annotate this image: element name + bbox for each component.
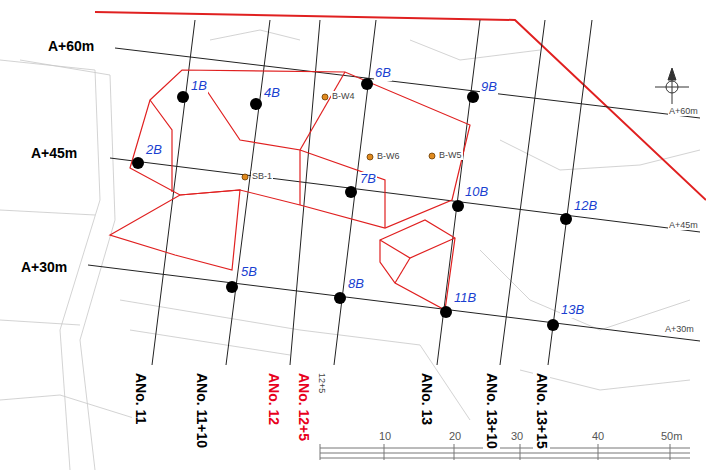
north-arrow bbox=[655, 68, 689, 104]
scale-tick bbox=[520, 444, 521, 460]
borehole-label: 8B bbox=[347, 277, 365, 292]
borehole-label: 11B bbox=[453, 291, 477, 306]
north-arrow-head bbox=[668, 68, 676, 80]
borehole-marker bbox=[361, 78, 373, 90]
borehole-label: 2B bbox=[145, 143, 163, 158]
scale-line bbox=[320, 453, 690, 454]
borehole-label: 7B bbox=[359, 172, 377, 187]
scale-number: 30 bbox=[510, 430, 524, 443]
borehole-label: 12B bbox=[573, 199, 598, 214]
borehole-label: 1B bbox=[190, 79, 208, 94]
station-label: ANo. 12 bbox=[265, 372, 282, 426]
borehole-dot bbox=[242, 174, 248, 180]
grid-line bbox=[500, 20, 545, 365]
building-edge bbox=[300, 150, 385, 228]
existing-boreholes bbox=[242, 94, 435, 180]
building-edge bbox=[300, 72, 345, 150]
grid-axis-label: A+30m bbox=[20, 259, 68, 275]
grid-axis-label: A+45m bbox=[668, 220, 699, 230]
borehole-marker bbox=[334, 292, 346, 304]
building-edge bbox=[395, 258, 410, 283]
grid-axis-label: A+30m bbox=[664, 324, 695, 334]
borehole-label: 4B bbox=[263, 86, 281, 101]
building-outline bbox=[110, 190, 240, 270]
site-boundary bbox=[95, 12, 706, 200]
building-outline bbox=[130, 70, 470, 228]
borehole-label: 9B bbox=[480, 80, 498, 95]
borehole-marker bbox=[345, 186, 357, 198]
borehole-label: 5B bbox=[240, 265, 258, 280]
grid-line bbox=[152, 20, 195, 365]
borehole-label: 6B bbox=[374, 66, 392, 81]
scale-number: 20 bbox=[448, 430, 462, 443]
station-label: ANo. 13+10 bbox=[483, 372, 500, 450]
road-line bbox=[0, 395, 140, 420]
borehole-marker bbox=[560, 213, 572, 225]
north-arrow-line bbox=[655, 87, 689, 88]
station-label: ANo. 13+15 bbox=[533, 372, 550, 450]
scale-tick bbox=[454, 444, 455, 460]
building-outlines bbox=[110, 70, 470, 310]
grid-line bbox=[548, 20, 592, 365]
scale-line bbox=[320, 458, 690, 459]
grid-axis-label: A+60m bbox=[668, 106, 699, 116]
building-edge bbox=[205, 88, 300, 205]
borehole-marker bbox=[440, 306, 452, 318]
borehole-marker bbox=[177, 91, 189, 103]
scale-number: 50m bbox=[660, 430, 683, 443]
scale-number: 40 bbox=[591, 430, 605, 443]
station-label: ANo. 11+10 bbox=[193, 372, 210, 449]
scale-number: 10 bbox=[378, 430, 392, 443]
road-line bbox=[0, 320, 80, 325]
station-label: ANo. 11 bbox=[132, 372, 149, 425]
borehole-label: 13B bbox=[560, 303, 585, 318]
borehole-marker bbox=[452, 200, 464, 212]
borehole-marker bbox=[250, 98, 262, 110]
scale-bar bbox=[320, 444, 690, 460]
scale-line bbox=[320, 448, 690, 449]
borehole-marker bbox=[132, 157, 144, 169]
scale-tick bbox=[320, 444, 321, 460]
borehole-marker bbox=[547, 319, 559, 331]
borehole-marker bbox=[226, 281, 238, 293]
grid-line bbox=[115, 48, 700, 118]
station-label: ANo. 12+5 bbox=[295, 372, 312, 442]
borehole-label: 10B bbox=[464, 185, 489, 200]
borehole-dot bbox=[322, 94, 328, 100]
road-line bbox=[20, 60, 115, 470]
grid-line bbox=[88, 265, 700, 341]
contour-line bbox=[210, 30, 300, 40]
borehole-marker bbox=[467, 91, 479, 103]
station-label: ANo. 13 bbox=[418, 372, 435, 426]
north-arrow-circle bbox=[666, 81, 678, 93]
scale-tick bbox=[384, 444, 385, 460]
borehole-dot bbox=[367, 154, 373, 160]
borehole-dot bbox=[429, 153, 435, 159]
grid-axis-label: A+45m bbox=[30, 145, 78, 161]
existing-borehole-label: B-W6 bbox=[376, 151, 401, 161]
existing-borehole-label: B-W5 bbox=[438, 150, 463, 160]
station-label: 12+5 bbox=[316, 372, 327, 394]
planned-boreholes bbox=[132, 78, 572, 331]
road-line bbox=[0, 210, 95, 215]
grid-line bbox=[110, 158, 700, 232]
grid-axis-label: A+60m bbox=[47, 38, 95, 54]
existing-borehole-label: B-W4 bbox=[331, 91, 356, 101]
existing-borehole-label: SB-1 bbox=[251, 171, 273, 181]
building-edge bbox=[380, 238, 455, 258]
road-line bbox=[0, 60, 100, 470]
scale-tick bbox=[670, 444, 671, 460]
building-outline bbox=[380, 220, 455, 310]
grid-lines bbox=[88, 20, 700, 365]
scale-tick bbox=[598, 444, 599, 460]
